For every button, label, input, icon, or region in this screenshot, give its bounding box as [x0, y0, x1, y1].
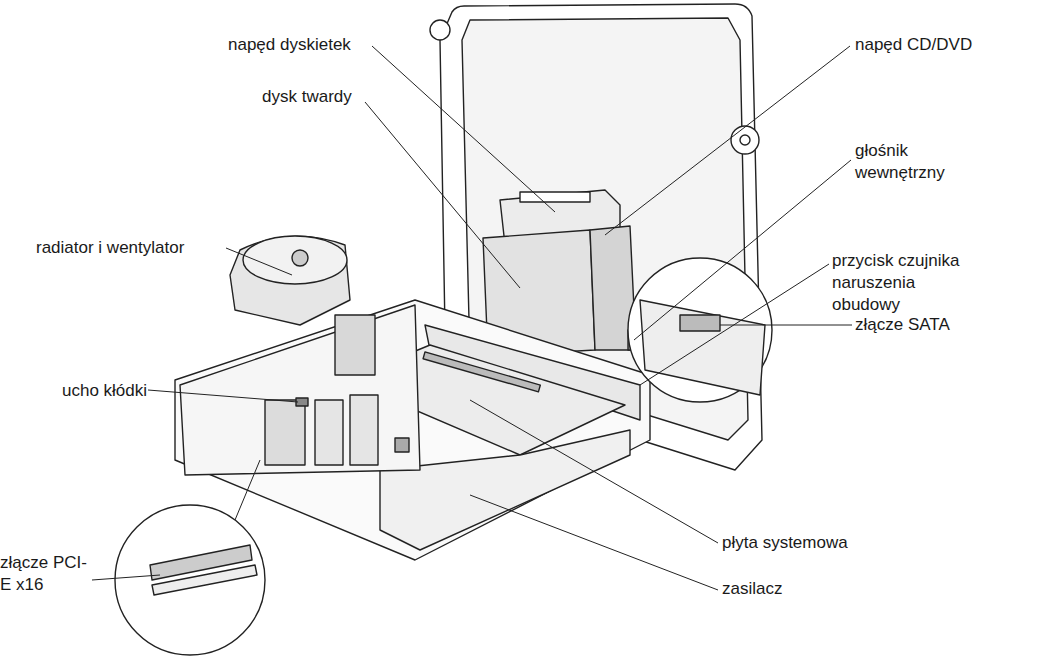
heatsink: [230, 236, 350, 325]
leader-line: [470, 495, 718, 590]
back-panel: [180, 305, 420, 475]
io-ports: [265, 400, 305, 465]
detail-circle: [628, 258, 772, 402]
part-label: dysk twardy: [262, 86, 412, 108]
slot-cover: [350, 395, 378, 465]
pcie-slot: [152, 565, 257, 595]
part-label: napęd CD/DVD: [855, 34, 1025, 56]
leader-line: [235, 460, 260, 520]
part-label: zasilacz: [722, 578, 842, 600]
bracket: [335, 315, 375, 375]
part-label: złącze SATA: [855, 314, 1025, 336]
leader-line: [92, 575, 160, 580]
fan-hub: [292, 250, 308, 266]
part-label: ucho kłódki: [62, 380, 182, 402]
leader-line: [605, 46, 850, 235]
part-label: przycisk czujnika naruszenia obudowy: [832, 250, 982, 316]
leader-line: [470, 400, 718, 543]
hinge: [740, 135, 750, 145]
leader-line: [720, 325, 852, 326]
part-label: głośnik wewnętrzny: [855, 140, 955, 184]
sata-connector: [680, 315, 720, 331]
detail-circle: [115, 505, 265, 655]
leader-line: [365, 102, 520, 288]
fan: [243, 236, 347, 284]
power-connector: [395, 438, 409, 452]
part-label: napęd dyskietek: [228, 34, 398, 56]
part-label: złącze PCI-E x16: [0, 552, 90, 596]
floppy-slot: [520, 192, 590, 202]
hinge: [430, 20, 450, 40]
chassis-base: [175, 300, 650, 560]
leader-line: [372, 46, 555, 212]
part-label: radiator i wentylator: [36, 237, 236, 259]
hinge: [731, 126, 759, 154]
memory-slot: [423, 352, 540, 392]
leader-line: [148, 390, 298, 402]
part-label: płyta systemowa: [722, 532, 892, 554]
leader-line: [634, 160, 851, 340]
slot-cover: [315, 400, 343, 465]
leader-line: [226, 248, 292, 275]
board-detail: [640, 300, 765, 395]
